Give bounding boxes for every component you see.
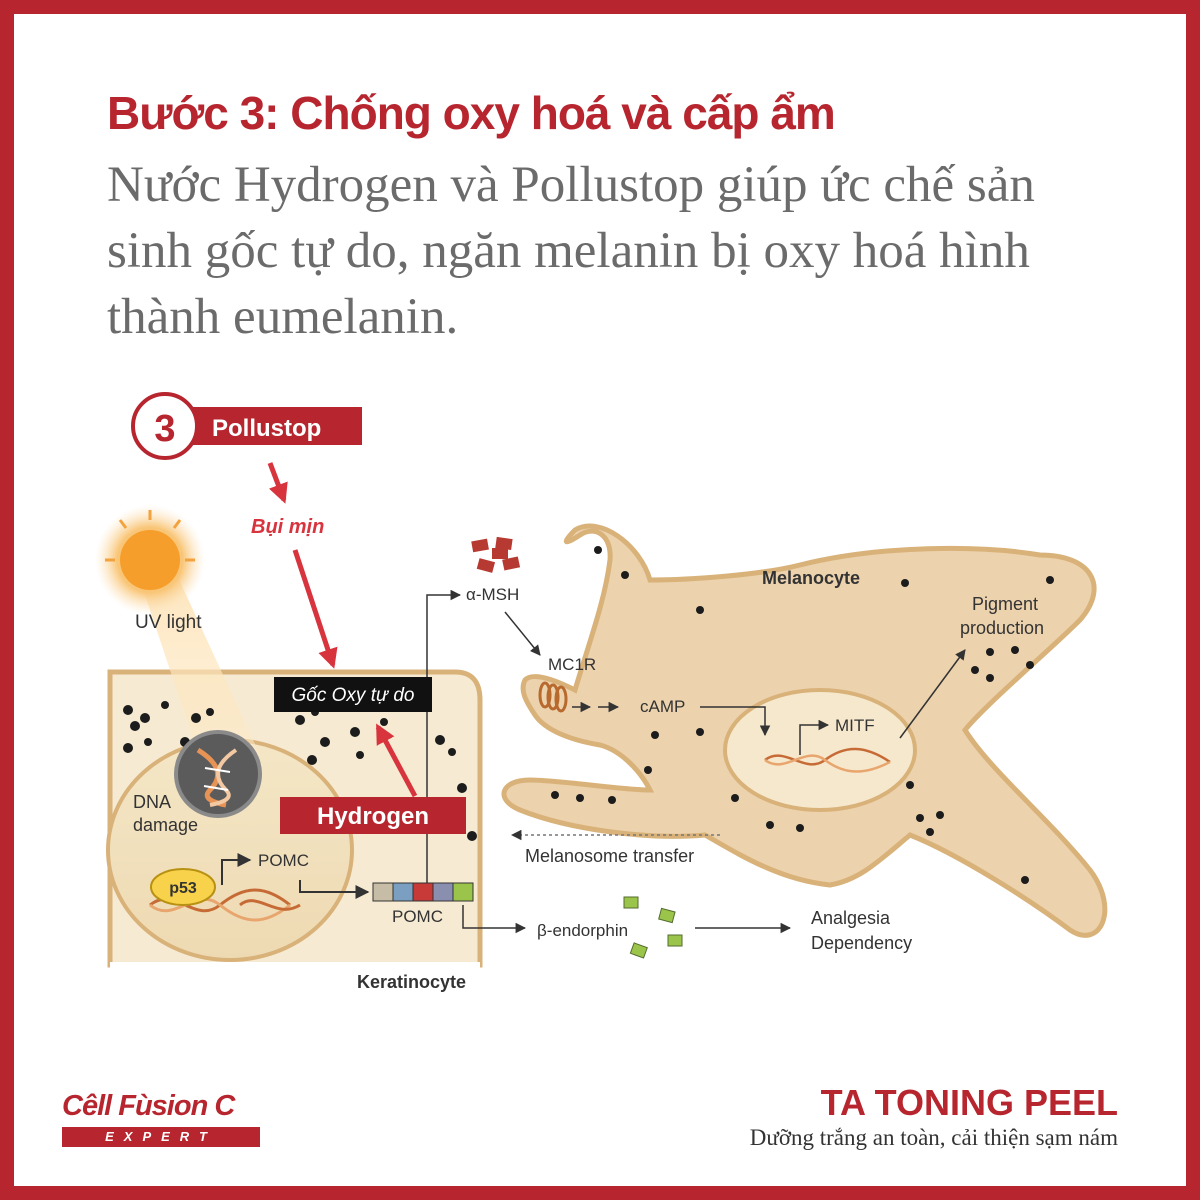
mitf-arrow bbox=[799, 719, 830, 755]
free-radicals-tag: Gốc Oxy tự do bbox=[274, 677, 432, 712]
alpha-msh-molecules bbox=[471, 536, 521, 573]
uv-beam bbox=[140, 560, 260, 775]
hydrogen-tag: Hydrogen bbox=[280, 797, 466, 834]
dna-label: DNA bbox=[133, 792, 171, 812]
alpha-msh-label: α-MSH bbox=[466, 585, 519, 604]
melanosome-transfer-label: Melanosome transfer bbox=[525, 846, 694, 866]
brand-sub: EXPERT bbox=[62, 1127, 260, 1147]
uv-light-label: UV light bbox=[135, 612, 202, 633]
free-radicals-label: Gốc Oxy tự do bbox=[292, 685, 415, 706]
beta-endorphin-label: β-endorphin bbox=[537, 921, 628, 940]
production-label: production bbox=[960, 618, 1044, 638]
mc1r-label: MC1R bbox=[548, 655, 596, 674]
pomc-gene-arrow bbox=[221, 853, 252, 885]
camp-label: cAMP bbox=[640, 697, 685, 716]
pigment-arrow bbox=[899, 649, 966, 739]
product-name: TA TONING PEEL bbox=[820, 1082, 1118, 1123]
alpha-msh-to-mc1r-arrow bbox=[504, 611, 541, 656]
pomc-to-protein-arrow bbox=[299, 880, 370, 899]
step-title: Bước 3: Chống oxy hoá và cấp ẩm bbox=[107, 87, 836, 139]
brand-name: Cêll Fùsion C bbox=[62, 1090, 235, 1122]
damage-label: damage bbox=[133, 815, 198, 835]
camp-to-nucleus-arrow bbox=[700, 706, 771, 737]
dna-damage-icon bbox=[174, 730, 262, 818]
mitf-label: MITF bbox=[835, 716, 875, 735]
pomc-protein-bar bbox=[372, 882, 474, 902]
dependency-label: Dependency bbox=[811, 933, 912, 953]
product-tagline: Dưỡng trắng an toàn, cải thiện sạm nám bbox=[749, 1125, 1118, 1150]
mc1r-receptor bbox=[538, 681, 568, 713]
sun-icon bbox=[95, 505, 205, 615]
pigment-label: Pigment bbox=[972, 594, 1038, 614]
brand-logo: Cêll Fùsion C EXPERT bbox=[62, 1090, 262, 1147]
pollustop-badge: 3 Pollustop bbox=[131, 392, 362, 460]
pollustop-label: Pollustop bbox=[212, 415, 321, 442]
hydrogen-label: Hydrogen bbox=[317, 803, 429, 830]
alpha-msh-arrow bbox=[426, 589, 462, 883]
melanocyte-nucleus bbox=[723, 688, 917, 812]
analgesia-label: Analgesia bbox=[811, 908, 891, 928]
melanocyte-label: Melanocyte bbox=[762, 568, 860, 588]
beta-endorphin-arrow bbox=[462, 905, 527, 934]
step-description: Nước Hydrogen và Pollustop giúp ức chế s… bbox=[107, 157, 1035, 345]
pomc-protein-label: POMC bbox=[392, 907, 443, 926]
melanocyte-melanosomes bbox=[551, 546, 1054, 884]
fine-dust-label: Bụi mịn bbox=[251, 516, 324, 538]
p53-badge: p53 bbox=[150, 868, 216, 906]
red-annotation-arrows bbox=[267, 462, 418, 798]
svg-text:p53: p53 bbox=[169, 880, 197, 897]
keratinocyte-label: Keratinocyte bbox=[357, 972, 466, 992]
beta-endorphin-molecules bbox=[623, 896, 683, 959]
pomc-gene-label: POMC bbox=[258, 851, 309, 870]
melanocyte-dna-helix bbox=[764, 747, 891, 773]
step-number: 3 bbox=[154, 408, 175, 450]
